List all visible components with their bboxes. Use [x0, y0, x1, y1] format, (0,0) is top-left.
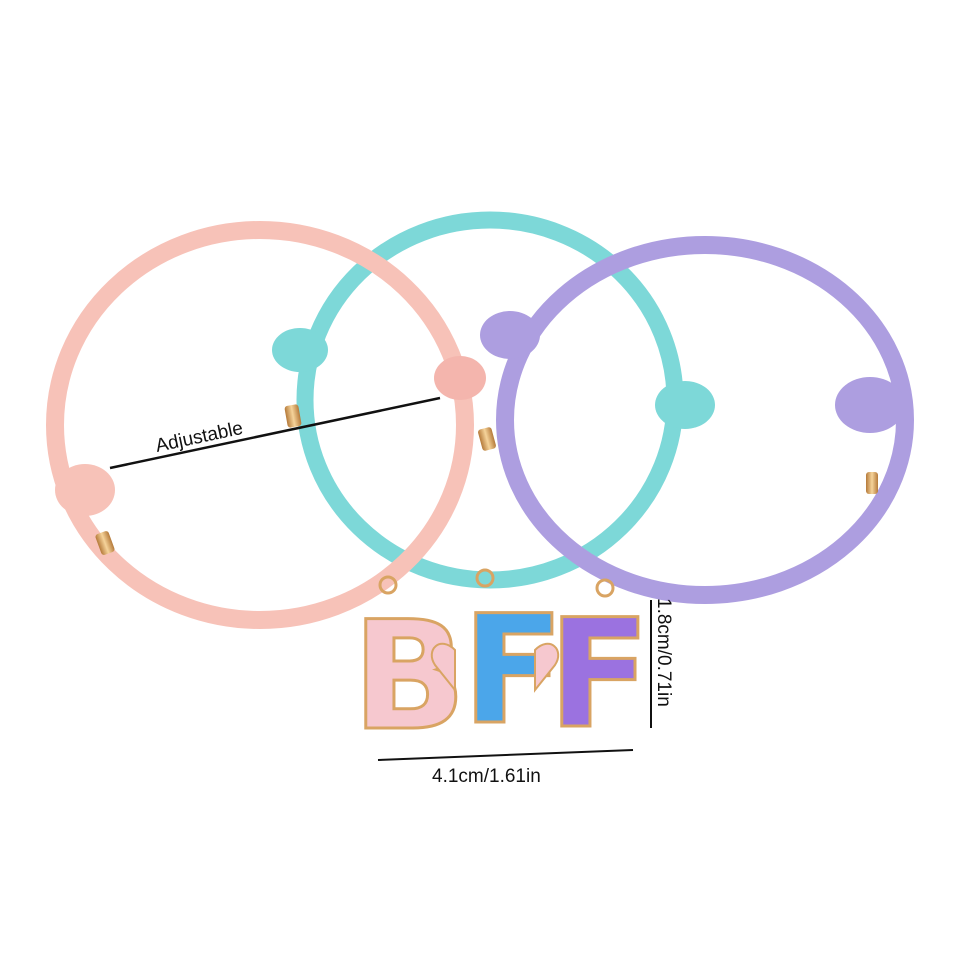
width-label: 4.1cm/1.61in: [432, 766, 541, 787]
gold-end-caps: [95, 404, 878, 555]
adjustable-label: Adjustable: [154, 418, 245, 457]
cord-knots: [55, 311, 905, 516]
purple-bracelet: [496, 236, 914, 604]
heart-right-icon: [534, 642, 560, 693]
adjustable-line: [109, 396, 441, 470]
heart-left-icon: [430, 642, 456, 693]
width-line: [377, 749, 634, 761]
cyan-bracelet: [296, 211, 684, 589]
bff-pendant: B F F: [351, 583, 652, 766]
height-label: 1.8cm/0.71in: [653, 598, 674, 707]
pink-bracelet: [46, 221, 474, 629]
jump-rings: [378, 568, 615, 598]
pendant-letter-f-purple: F: [548, 588, 650, 762]
